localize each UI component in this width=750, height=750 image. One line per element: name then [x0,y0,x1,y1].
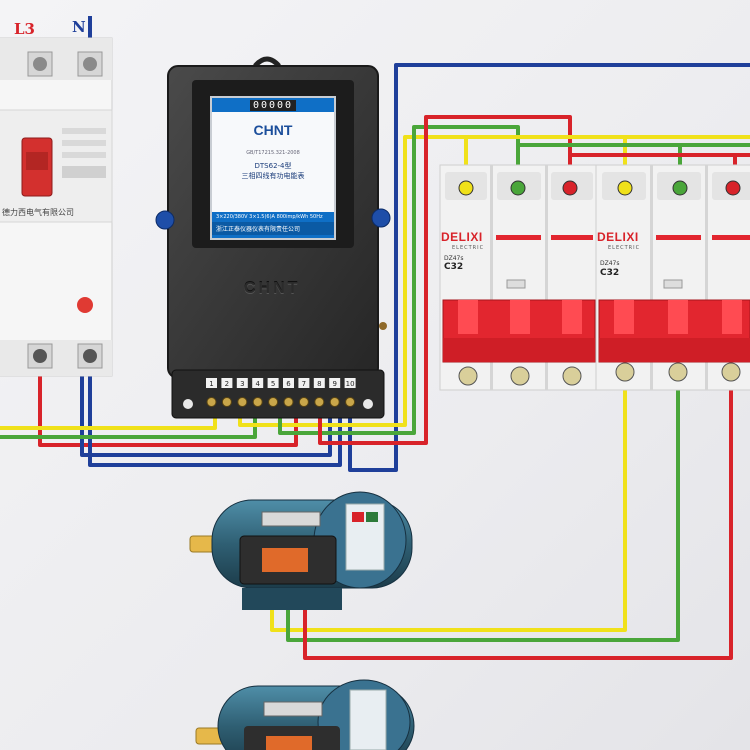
breaker-2-screw-out-1 [615,362,635,382]
breaker-1-screw-out-1 [458,366,478,386]
breaker-2-sub: ELECTRIC [608,245,641,251]
meter-spec: 3×220/380V 3×1.5(6)A 800imp/kWh 50Hz [216,214,323,220]
wire-mccb-blue-2 [88,360,342,467]
meter-maker: 浙江正泰仪器仪表有限责任公司 [212,222,334,235]
meter-terminal-4: 4 [252,378,264,407]
breaker-1-screw-out-3 [562,366,582,386]
breaker-1-screw-in-1 [458,180,474,196]
breaker-2-model: DZ47s [600,260,620,267]
meter-terminal-8: 8 [313,378,325,407]
meter-terminal-2: 2 [221,378,233,407]
meter-terminal-9: 9 [329,378,341,407]
wire-yellow-bus [464,135,627,190]
breaker-1-sub: ELECTRIC [452,245,485,251]
meter-terminal-6: 6 [283,378,294,407]
n-label: N [72,18,86,36]
l3-label: L3 [14,20,35,38]
breaker-1-screw-out-2 [510,366,530,386]
meter-terminal-10: 10 [344,378,356,407]
breaker-2-brand: DELIXI [597,230,639,244]
breaker-1-model: DZ47s [444,255,464,262]
wire-mccb-blue-1 [80,360,332,457]
meter-terminal-block [171,369,385,419]
breaker-2-screw-in-1 [617,180,633,196]
svg-text:9: 9 [332,380,336,388]
breaker-2-rating: C32 [600,268,620,278]
svg-text:10: 10 [346,380,355,388]
meter-terminal-5: 5 [267,378,279,407]
mccb-breaker [0,37,113,377]
breaker-1-screw-in-2 [510,180,526,196]
meter-seal-right [371,208,391,228]
meter-terminal-3: 3 [236,378,248,407]
meter-brand-logo: CHNT [253,122,293,138]
wire-red-b1 [318,115,572,445]
breaker-2-screw-in-3 [725,180,741,196]
breaker-1-screw-in-3 [562,180,578,196]
wire-red-motor [303,372,733,660]
svg-text:1: 1 [209,380,213,388]
breaker-2 [595,164,750,391]
meter-body-emboss: CHNT [244,280,301,297]
breaker-1-rating: C32 [444,262,464,272]
mccb-test-button[interactable] [77,297,93,313]
mccb-maker-text: 德力西电气有限公司 [2,208,74,217]
svg-text:3: 3 [240,380,244,388]
meter-description: 三相四线有功电能表 [241,172,305,180]
svg-text:5: 5 [271,380,275,388]
motor-1 [189,491,413,610]
breaker-1-brand: DELIXI [441,230,483,244]
meter-counter: 00000 [249,99,297,111]
breaker-2-screw-out-2 [668,362,688,382]
breaker-1 [439,164,599,391]
breaker-2-screw-in-2 [672,180,688,196]
meter-terminal-7: 7 [298,378,310,407]
meter-seal-left [155,210,175,230]
svg-text:6: 6 [286,380,291,388]
meter-display-window: 00000 CHNT GB/T17215.321-2008 DTS62-4型 三… [210,96,336,240]
breaker-2-screw-out-3 [721,362,741,382]
svg-text:8: 8 [317,380,321,388]
meter-terminals: 1 2 3 4 5 6 7 8 9 10 [206,378,356,407]
svg-text:7: 7 [302,380,306,388]
svg-text:4: 4 [255,380,260,388]
meter-model: DTS62-4型 [254,162,292,170]
motor-2 [195,679,415,750]
meter-fine-print: GB/T17215.321-2008 [246,150,300,156]
meter-terminal-1: 1 [206,378,217,407]
svg-text:2: 2 [225,380,229,388]
